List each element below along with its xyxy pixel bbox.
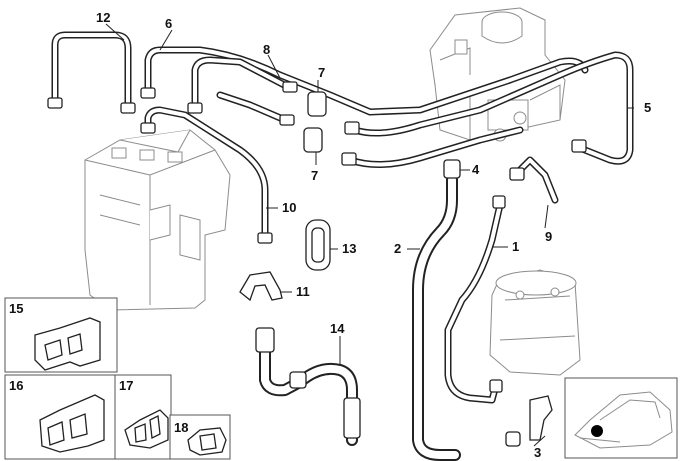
callout-16: 16 <box>9 378 23 393</box>
callout-9: 8 <box>263 42 270 57</box>
callout-7-top: 7 <box>318 65 325 80</box>
hoses <box>259 174 461 461</box>
callout-7-bottom: 7 <box>311 168 318 183</box>
callout-labels: 12 6 8 7 7 5 9 4 1 2 3 10 13 11 14 15 16… <box>9 10 651 460</box>
leader-lines <box>105 23 634 447</box>
callout-14: 14 <box>330 321 345 336</box>
callout-15: 15 <box>9 301 23 316</box>
callout-6: 6 <box>165 16 172 31</box>
callout-2: 2 <box>394 241 401 256</box>
callout-8: 9 <box>545 229 552 244</box>
callout-3: 3 <box>534 445 541 460</box>
inset-boxes <box>4 297 678 460</box>
callout-4: 4 <box>472 162 480 177</box>
callout-1: 1 <box>512 239 519 254</box>
callout-13: 12 <box>96 10 110 25</box>
callout-11: 11 <box>296 284 310 299</box>
callout-18: 18 <box>174 420 188 435</box>
callout-10: 10 <box>282 200 296 215</box>
fittings <box>47 81 587 447</box>
location-marker <box>591 425 603 437</box>
callout-5: 5 <box>644 100 651 115</box>
callout-12: 13 <box>342 241 356 256</box>
master-cylinder-reservoir <box>429 7 566 142</box>
vacuum-pump <box>489 269 581 376</box>
hydraulic-unit <box>84 129 231 311</box>
callout-17: 17 <box>119 378 133 393</box>
